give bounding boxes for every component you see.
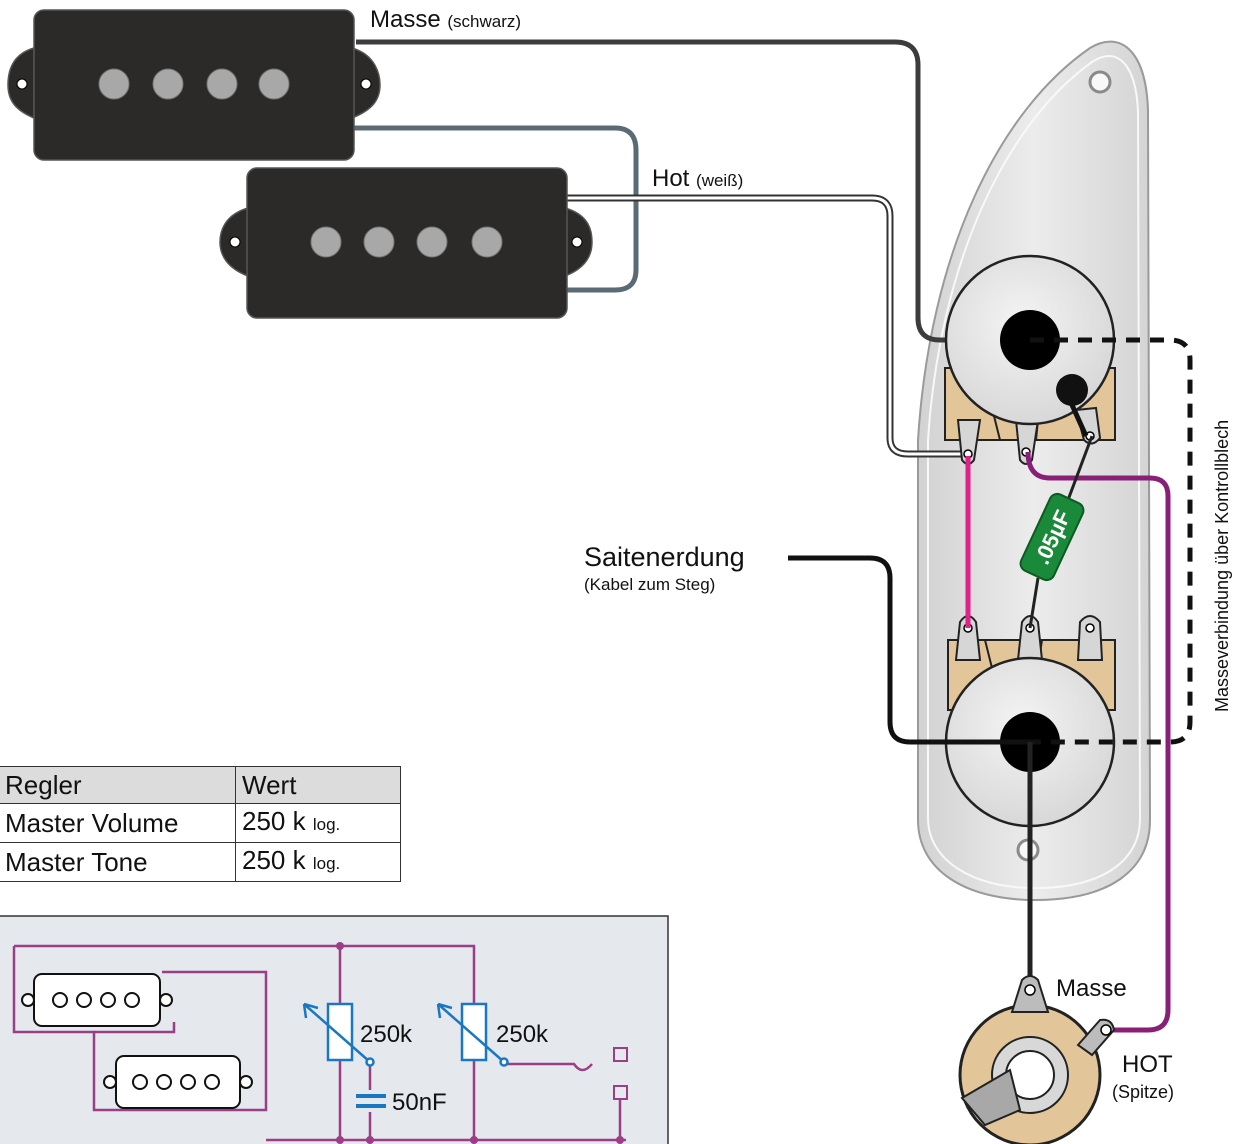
ground-wire — [356, 39, 1032, 343]
pole-piece — [310, 226, 342, 258]
purple-wire — [1025, 451, 1171, 1033]
value-text: 250 k — [242, 845, 306, 875]
capacitor-lead — [1028, 577, 1040, 629]
table-row: Master Tone 250 k log. — [0, 842, 401, 882]
coil-link-wire — [352, 125, 639, 293]
capacitor-lead — [1066, 435, 1094, 501]
table-cell-control: Master Tone — [0, 842, 236, 882]
schematic-pot-1-label: 250k — [360, 1021, 413, 1048]
hot-wire — [565, 194, 968, 458]
jack-hot-note: (Spitze) — [1112, 1082, 1174, 1102]
table-header-control: Regler — [0, 766, 236, 804]
pot-value-table: Regler Wert Master Volume 250 k log. Mas… — [0, 766, 401, 882]
value-unit: log. — [312, 815, 341, 834]
table-cell-value: 250 k log. — [235, 803, 401, 843]
hot-wire-label: Hot (weiß) — [652, 165, 743, 192]
pickup-bridge-half — [219, 167, 593, 319]
pole-piece — [206, 68, 238, 100]
schematic-pickup-2 — [103, 1055, 253, 1109]
jack-hot-label: HOT — [1122, 1051, 1173, 1078]
jack-ground-label: Masse — [1056, 975, 1127, 1002]
pole-piece — [98, 68, 130, 100]
schematic-pot-1 — [302, 1002, 375, 1067]
schematic-capacitor — [356, 1094, 386, 1108]
output-jack — [958, 975, 1116, 1144]
schematic-pot-2 — [436, 1002, 509, 1067]
value-text: 250 k — [242, 806, 306, 836]
schematic-pot-2-label: 250k — [496, 1021, 549, 1048]
table-cell-control: Master Volume — [0, 803, 236, 843]
table-row: Master Volume 250 k log. — [0, 803, 401, 843]
ground-bus-dashed — [1030, 337, 1193, 745]
pole-piece — [363, 226, 395, 258]
pole-piece — [416, 226, 448, 258]
pole-piece — [258, 68, 290, 100]
schematic-pickup-1 — [21, 973, 173, 1027]
pickup-neck-half — [7, 9, 381, 161]
table-header-row: Regler Wert — [0, 766, 401, 804]
schematic: 250k 250k 50nF — [0, 915, 669, 1144]
string-ground-note: (Kabel zum Steg) — [584, 575, 715, 594]
table-header-value: Wert — [235, 766, 401, 804]
value-unit: log. — [312, 854, 341, 873]
schematic-cap-label: 50nF — [392, 1089, 447, 1116]
table-cell-value: 250 k log. — [235, 842, 401, 882]
plate-screw-hole — [1088, 70, 1112, 94]
string-ground-wire — [788, 555, 1030, 745]
pole-piece — [471, 226, 503, 258]
ground-wire-label: Masse (schwarz) — [370, 6, 521, 33]
string-ground-label: Saitenerdung — [584, 542, 745, 572]
volume-pot — [944, 254, 1116, 465]
pole-piece — [152, 68, 184, 100]
ground-connection-label: Masseverbindung über Kontrollblech — [1212, 420, 1232, 712]
